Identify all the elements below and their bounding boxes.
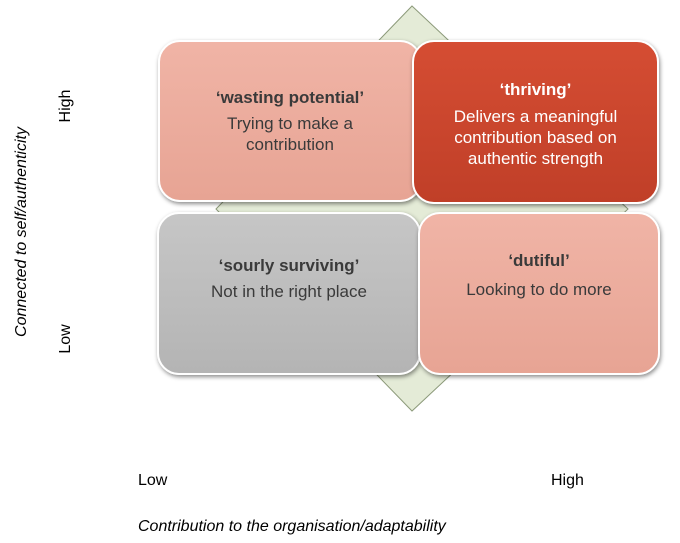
quadrant-dutiful: ‘dutiful’ Looking to do more — [418, 212, 660, 375]
quadrant-description: Not in the right place — [211, 282, 367, 301]
x-axis-high-label: High — [551, 472, 584, 489]
x-axis-low-label: Low — [138, 472, 168, 489]
quadrant-thriving: ‘thriving’ Delivers a meaningful contrib… — [412, 40, 659, 204]
quadrant-title: ‘dutiful’ — [508, 251, 570, 270]
quadrant-sourly-surviving: ‘sourly surviving’ Not in the right plac… — [157, 212, 421, 375]
quadrant-title: ‘wasting potential’ — [215, 88, 365, 107]
quadrant-description: Delivers a meaningful contribution based… — [453, 107, 618, 168]
quadrant-description: Trying to make a contribution — [227, 114, 353, 154]
y-axis-label: Connected to self/authenticity — [13, 127, 30, 337]
quadrant-title: ‘sourly surviving’ — [218, 256, 360, 275]
y-axis-low-label: Low — [57, 324, 74, 354]
quadrant-wasting-potential: ‘wasting potential’ Trying to make a con… — [158, 40, 422, 202]
quadrant-description: Looking to do more — [466, 280, 612, 299]
x-axis-label: Contribution to the organisation/adaptab… — [138, 518, 446, 535]
y-axis-high-label: High — [57, 89, 74, 123]
quadrant-title: ‘thriving’ — [499, 80, 572, 99]
